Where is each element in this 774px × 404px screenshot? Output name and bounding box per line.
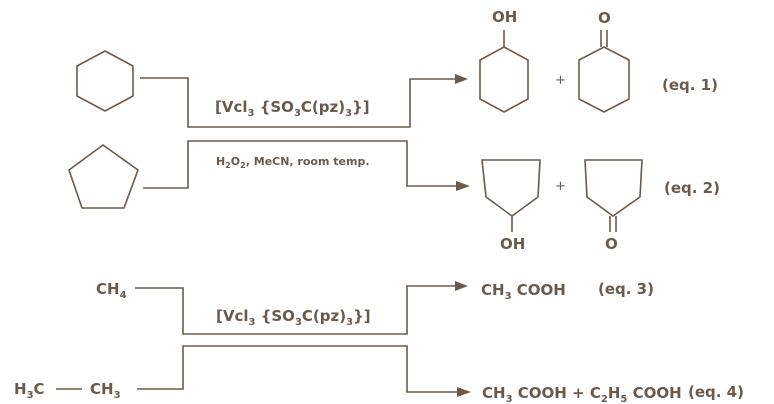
- cyclopentane-reactant: [68, 144, 139, 209]
- arrowhead-eq1: [455, 74, 468, 84]
- connector-eq4: [137, 345, 458, 393]
- connector-eq3: [135, 285, 455, 335]
- products-eq4: CH3 COOH + C2H5 COOH: [482, 384, 682, 404]
- arrowhead-eq2: [456, 181, 470, 191]
- methane-reactant: CH4: [96, 280, 127, 301]
- plus-eq2: +: [555, 179, 566, 194]
- cyclohexanol-product: [479, 46, 529, 113]
- catalyst-label-eq3: [Vcl3 {SO3C(pz)3}]: [216, 307, 371, 328]
- arrowhead-eq4: [457, 387, 471, 397]
- cyclopentanol-oh-label: OH: [500, 235, 525, 253]
- plus-eq1: +: [555, 73, 566, 88]
- cyclohexanone-product: [578, 46, 630, 113]
- connector-eq2: [143, 140, 457, 189]
- cyclopentanone-product: [584, 159, 643, 217]
- cyclopentanol-product: [481, 159, 541, 217]
- eq3-label: (eq. 3): [598, 280, 654, 298]
- ethane-reactant: H3C: [14, 380, 45, 401]
- eq2-label: (eq. 2): [664, 179, 720, 197]
- cyclohexanol-oh-label: OH: [492, 8, 517, 26]
- eq4-label: (eq. 4): [688, 383, 744, 401]
- cyclohexanone-o-label: O: [598, 9, 611, 27]
- ethane-reactant-right: CH3: [90, 380, 121, 401]
- cyclohexane-reactant: [76, 50, 134, 112]
- cyclopentanone-o-label: O: [605, 235, 618, 253]
- acetic-acid-product-eq3: CH3 COOH: [481, 281, 566, 302]
- connector-eq1: [140, 77, 456, 128]
- eq1-label: (eq. 1): [662, 76, 718, 94]
- catalyst-label-eq1: [Vcl3 {SO3C(pz)3}]: [215, 98, 370, 119]
- arrowhead-eq3: [455, 281, 468, 291]
- conditions-label: H2O2, MeCN, room temp.: [216, 155, 370, 170]
